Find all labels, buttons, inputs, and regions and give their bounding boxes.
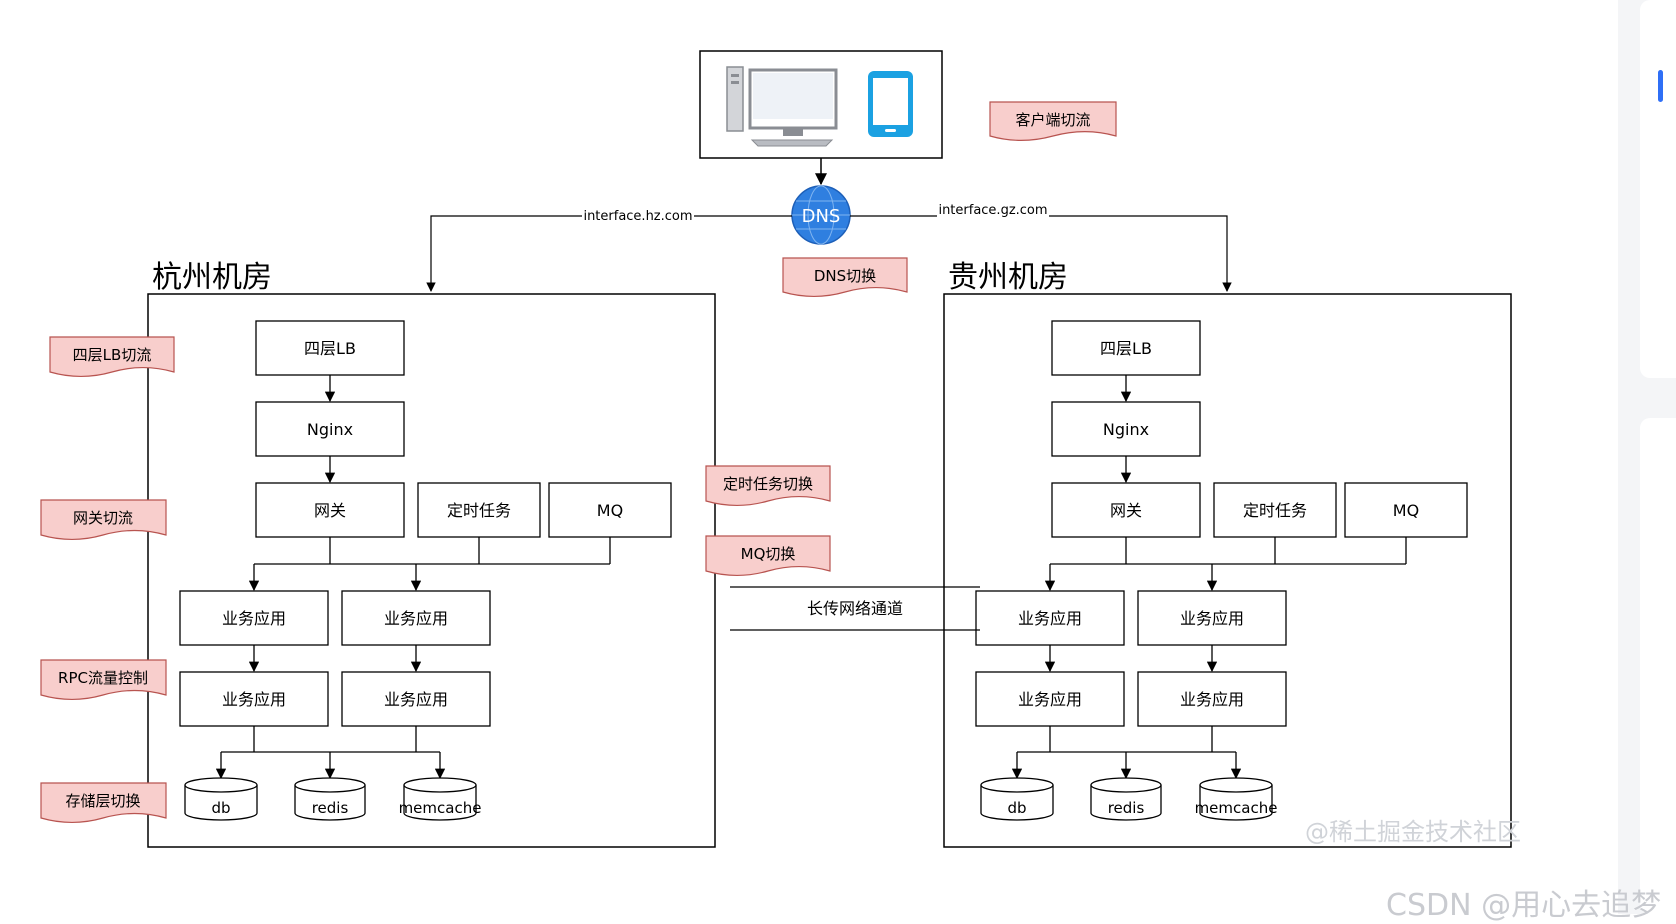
client-devices-box (699, 50, 943, 159)
hangzhou-dc-title: 杭州机房 (152, 260, 272, 295)
gz-db-cylinder (980, 777, 1054, 821)
gz-domain-label: interface.gz.com (938, 203, 1047, 218)
route-to-hangzhou (426, 215, 792, 292)
tag-label: 客户端切流 (1015, 111, 1090, 129)
hz-app-node (341, 590, 491, 646)
dns-globe-icon (791, 185, 851, 245)
tag-label: MQ切换 (741, 545, 796, 563)
hz-domain-label: interface.hz.com (583, 209, 692, 224)
gz-nginx-node (1051, 401, 1201, 457)
tag-cron-switch: 定时任务切换 (705, 465, 831, 507)
gz-l4lb-label: 四层LB (1100, 339, 1152, 358)
gz-app-label: 业务应用 (1180, 690, 1244, 709)
hz-redis-cylinder (294, 777, 366, 821)
gz-redis-label: redis (1108, 799, 1145, 817)
hz-app-label: 业务应用 (222, 690, 286, 709)
hz-app-label: 业务应用 (222, 609, 286, 628)
hz-app-label: 业务应用 (384, 609, 448, 628)
tag-mq-switch: MQ切换 (705, 535, 831, 577)
tag-gateway-switch: 网关切流 (40, 499, 167, 541)
network-channel-label: 长传网络通道 (807, 599, 903, 618)
gz-cron-label: 定时任务 (1243, 501, 1307, 520)
hz-app-node (179, 590, 329, 646)
gz-nginx-label: Nginx (1103, 420, 1149, 439)
guizhou-dc: 四层LB Nginx 网关 定时任务 MQ 业务应用 业务应用 业务应用 业务应… (975, 320, 1468, 821)
gz-redis-cylinder (1090, 777, 1162, 821)
hz-nginx-node (255, 401, 405, 457)
gz-memcache-label: memcache (1195, 799, 1278, 817)
gz-app-node (1137, 671, 1287, 727)
gz-app-label: 业务应用 (1018, 690, 1082, 709)
hz-memcache-cylinder (403, 777, 477, 821)
tag-label: 四层LB切流 (73, 346, 152, 364)
tag-label: 定时任务切换 (723, 475, 813, 493)
hz-app-node (179, 671, 329, 727)
guizhou-dc-title: 贵州机房 (948, 260, 1068, 295)
hz-cron-node (417, 482, 541, 538)
tag-dns-switch: DNS切换 (782, 257, 908, 298)
tag-label: 存储层切换 (65, 792, 140, 810)
tag-client-switch: 客户端切流 (989, 101, 1117, 142)
mobile-phone-icon (868, 71, 913, 137)
side-panel-bottom (1640, 418, 1676, 914)
tag-label: 网关切流 (73, 509, 133, 527)
gz-cron-node (1213, 482, 1337, 538)
gz-gateway-label: 网关 (1110, 501, 1142, 520)
hz-redis-label: redis (312, 799, 349, 817)
gz-app-label: 业务应用 (1180, 609, 1244, 628)
side-panel-top (1640, 0, 1676, 378)
tag-label: RPC流量控制 (58, 669, 148, 687)
hz-app-label: 业务应用 (384, 690, 448, 709)
hangzhou-dc: 四层LB Nginx 网关 定时任务 MQ 业务应用 业务应用 业务应用 业务应… (179, 320, 672, 821)
gz-app-node (975, 671, 1125, 727)
tag-storage-switch: 存储层切换 (40, 782, 167, 824)
gz-mq-label: MQ (1393, 501, 1419, 520)
tag-l4lb-switch: 四层LB切流 (49, 336, 175, 378)
hz-mq-label: MQ (597, 501, 623, 520)
hz-l4lb-node (255, 320, 405, 376)
hangzhou-dc-border (147, 293, 716, 848)
hz-cron-label: 定时任务 (447, 501, 511, 520)
hz-app-node (341, 671, 491, 727)
gz-memcache-cylinder (1199, 777, 1273, 821)
juejin-watermark: @稀土掘金技术社区 (1305, 818, 1521, 846)
desktop-computer-icon (726, 66, 838, 147)
csdn-watermark: CSDN @用心去追梦 (1386, 888, 1662, 923)
tag-rpc-flow-control: RPC流量控制 (40, 659, 167, 701)
gz-db-label: db (1007, 799, 1026, 817)
dns-label: DNS (802, 206, 841, 227)
gz-mq-node (1344, 482, 1468, 538)
hz-nginx-label: Nginx (307, 420, 353, 439)
architecture-diagram: DNS interface.hz.com interface.gz.com 杭州… (40, 50, 1512, 848)
gz-app-label: 业务应用 (1018, 609, 1082, 628)
hz-db-label: db (211, 799, 230, 817)
hz-db-cylinder (184, 777, 258, 821)
hz-mq-node (548, 482, 672, 538)
hz-l4lb-label: 四层LB (304, 339, 356, 358)
guizhou-dc-border (943, 293, 1512, 848)
hz-gateway-label: 网关 (314, 501, 346, 520)
scrollbar-thumb[interactable] (1658, 70, 1663, 102)
hz-memcache-label: memcache (399, 799, 482, 817)
tag-label: DNS切换 (814, 267, 876, 285)
gz-app-node (975, 590, 1125, 646)
